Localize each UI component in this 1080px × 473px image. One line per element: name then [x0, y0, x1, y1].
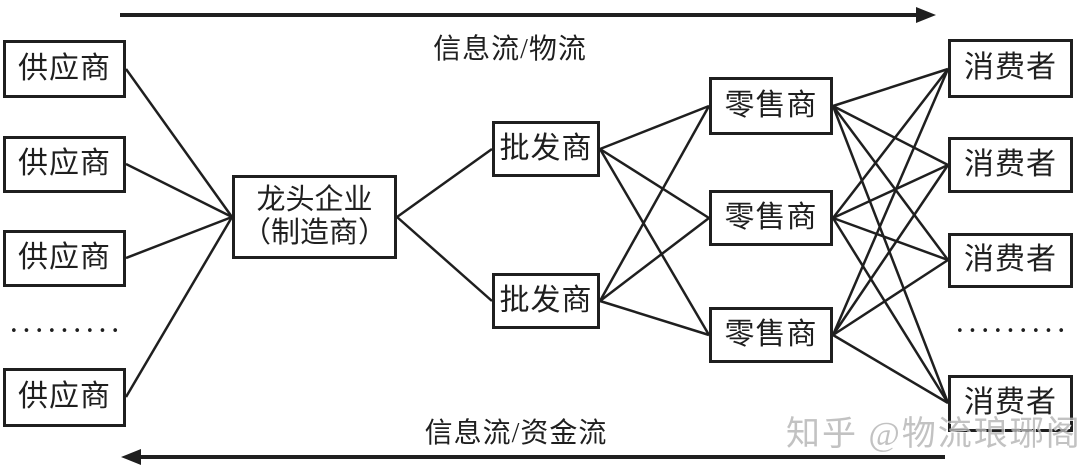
edge-retailer3-consumer4	[832, 333, 949, 405]
edge-retailer1-consumer4	[831, 105, 950, 404]
edge-wholesaler2-retailer1	[598, 105, 711, 302]
edge-wholesaler2-retailer3	[599, 299, 710, 337]
supplier-box-2: 供应商	[3, 136, 126, 193]
edge-supplier1-manufacturer	[124, 68, 234, 218]
supplier-box-3: 供应商	[3, 230, 126, 287]
edge-retailer3-consumer3	[832, 258, 949, 337]
consumer-label: 消费者	[964, 147, 1057, 181]
retailer-box-1: 零售商	[709, 77, 833, 135]
top-flow-arrowhead-right-icon	[916, 7, 936, 23]
bottom-flow-label: 信息流/资金流	[424, 418, 608, 449]
edge-retailer2-consumer3	[832, 216, 949, 262]
edge-supplier3-manufacturer	[125, 215, 233, 260]
manufacturer-box: 龙头企业 （制造商）	[232, 175, 397, 259]
supplier-box-4: 供应商	[3, 368, 126, 427]
edge-wholesaler1-retailer1	[599, 104, 710, 151]
retailer-label: 零售商	[724, 200, 818, 234]
edge-supplier2-manufacturer	[125, 162, 233, 219]
consumer-box-2: 消费者	[948, 137, 1073, 193]
suppliers-ellipsis: •••••••••	[10, 324, 125, 339]
consumer-label: 消费者	[964, 386, 1057, 420]
manufacturer-label-line2: （制造商）	[241, 217, 387, 249]
supplier-label: 供应商	[18, 241, 111, 275]
wholesaler-label: 批发商	[499, 131, 593, 165]
supplier-label: 供应商	[18, 147, 111, 181]
wholesaler-label: 批发商	[499, 283, 593, 317]
edge-retailer2-consumer2	[832, 163, 949, 220]
edge-retailer1-consumer3	[831, 105, 950, 261]
edge-supplier4-manufacturer	[124, 216, 234, 398]
retailer-label: 零售商	[724, 88, 818, 122]
consumers-ellipsis: •••••••••	[956, 324, 1071, 339]
supplier-box-1: 供应商	[3, 40, 126, 98]
consumer-label: 消费者	[964, 243, 1057, 277]
retailer-box-2: 零售商	[709, 190, 833, 246]
consumer-box-1: 消费者	[948, 39, 1073, 98]
retailer-label: 零售商	[724, 317, 818, 351]
edge-manufacturer-wholesaler1	[396, 147, 493, 219]
watermark: 知乎 @物流琅琊阁	[786, 416, 1080, 453]
bottom-flow-arrowhead-left-icon	[121, 449, 141, 465]
edge-retailer3-consumer1	[831, 68, 950, 336]
consumer-label: 消费者	[964, 51, 1057, 85]
edge-wholesaler1-retailer2	[599, 147, 710, 220]
consumer-box-4: 消费者	[948, 375, 1073, 432]
wholesaler-box-1: 批发商	[492, 121, 600, 177]
consumer-box-3: 消费者	[948, 233, 1073, 288]
retailer-box-3: 零售商	[709, 307, 833, 363]
edge-retailer1-consumer2	[832, 104, 949, 167]
edge-retailer1-consumer1	[832, 67, 949, 108]
edge-wholesaler2-retailer2	[599, 217, 710, 302]
wholesaler-box-2: 批发商	[492, 273, 600, 329]
edge-wholesaler1-retailer3	[598, 148, 711, 336]
edge-retailer3-consumer2	[831, 164, 950, 336]
edge-retailer2-consumer4	[831, 217, 950, 404]
edge-retailer2-consumer1	[832, 68, 949, 219]
supplier-label: 供应商	[18, 51, 111, 85]
supplier-label: 供应商	[18, 380, 111, 414]
edge-manufacturer-wholesaler2	[396, 216, 493, 302]
top-flow-label: 信息流/物流	[433, 34, 587, 65]
manufacturer-label-line1: 龙头企业	[256, 183, 373, 216]
